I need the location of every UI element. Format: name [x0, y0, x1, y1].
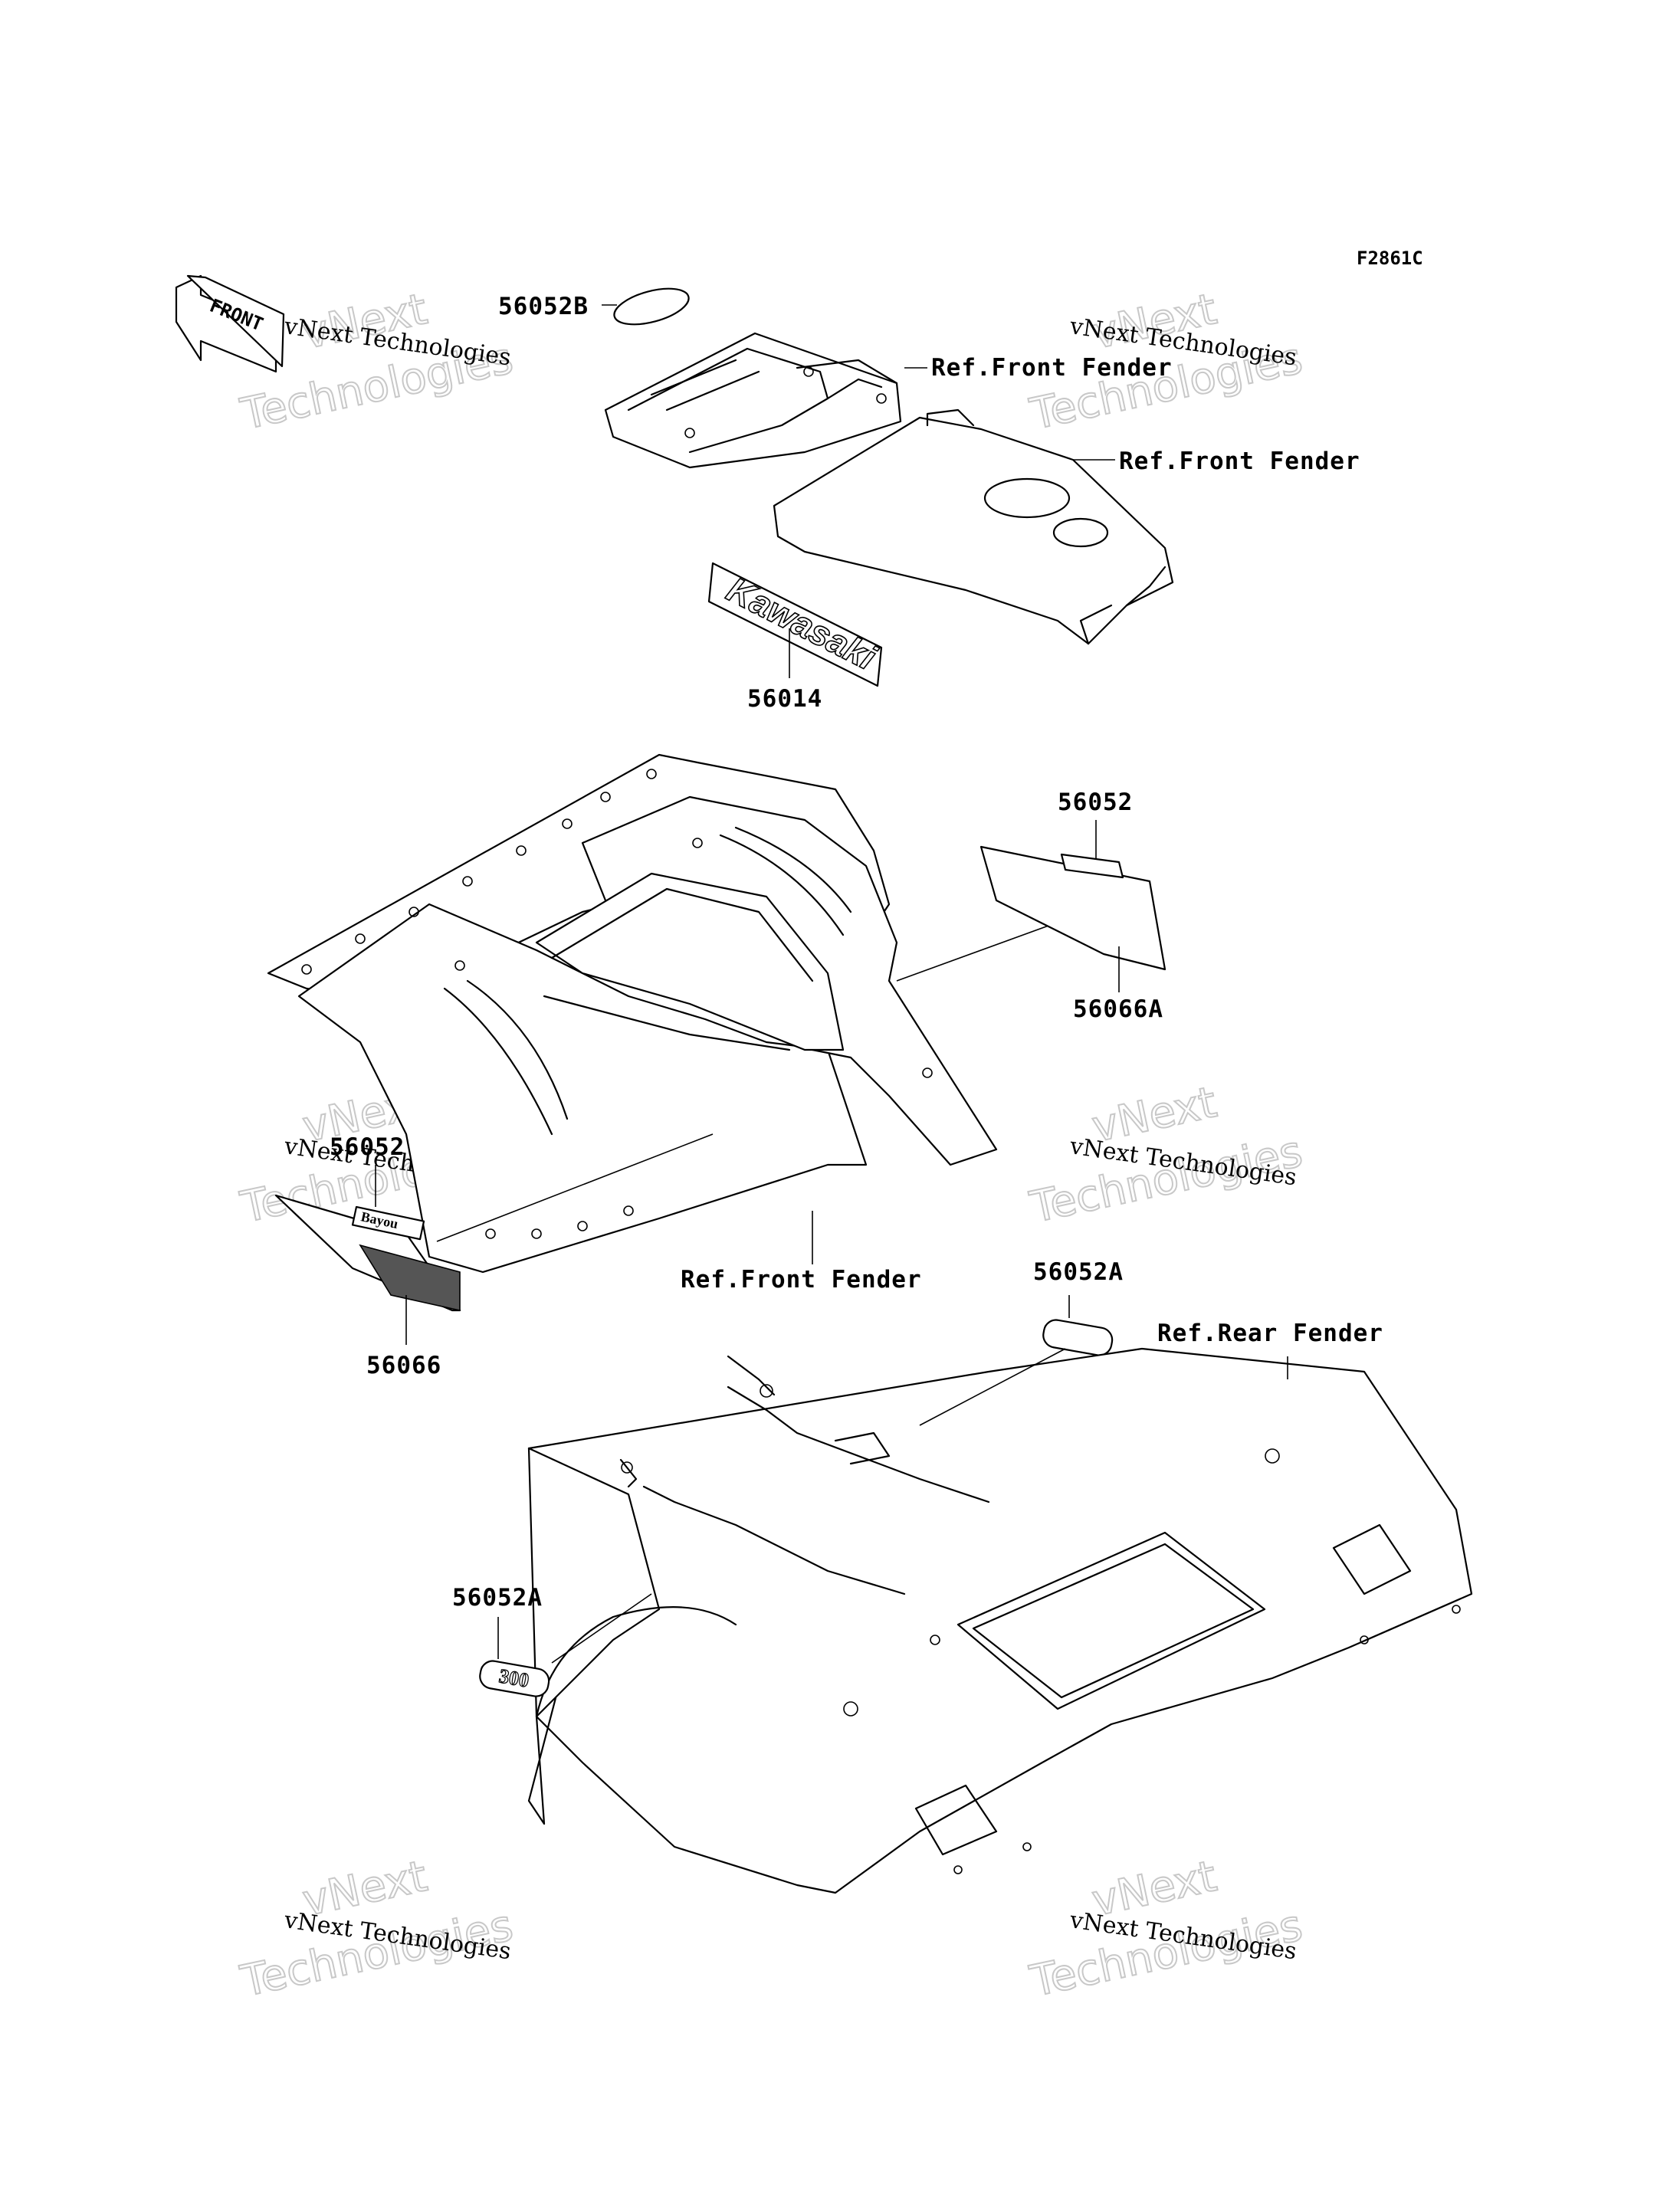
decal-56066: Bayou [274, 1194, 461, 1312]
label-ref-front-fender-3: Ref.Front Fender [681, 1266, 922, 1294]
decal-56052A-left: 300 [479, 1660, 550, 1697]
front-fender-body [267, 753, 998, 1274]
rear-fender-body [527, 1347, 1473, 1894]
figure-code: F2861C [1357, 248, 1423, 269]
front-cover-lower [773, 408, 1174, 645]
svg-text:Kawasaki: Kawasaki [720, 569, 883, 678]
front-arrow-icon: FRONT [175, 274, 285, 373]
decal-56052A-top [1042, 1319, 1114, 1356]
front-cover-upper [604, 332, 902, 469]
label-56052A-left: 56052A [452, 1584, 543, 1612]
decal-56052B [613, 287, 690, 326]
label-56052A-top: 56052A [1033, 1258, 1124, 1286]
decal-kawasaki-56014: Kawasaki [707, 562, 884, 687]
label-ref-front-fender-1: Ref.Front Fender [931, 354, 1173, 382]
label-56066: 56066 [366, 1352, 441, 1379]
label-56052-left: 56052 [330, 1133, 405, 1161]
label-ref-rear-fender: Ref.Rear Fender [1157, 1320, 1383, 1347]
decal-56066A [979, 845, 1166, 971]
label-56014: 56014 [747, 685, 822, 713]
rack-holes [301, 769, 933, 1239]
label-56052B: 56052B [498, 293, 589, 320]
watermark-bottom-left: vNext Technologies vNext Technologies [235, 1851, 517, 2008]
watermark-mid-right: vNext Technologies vNext Technologies [1025, 1077, 1307, 1234]
svg-text:300: 300 [497, 1664, 530, 1691]
label-56052-right: 56052 [1058, 789, 1133, 816]
label-ref-front-fender-2: Ref.Front Fender [1119, 448, 1360, 475]
watermark-bottom-right: vNext Technologies vNext Technologies [1025, 1851, 1307, 2008]
label-56066A: 56066A [1073, 995, 1163, 1023]
